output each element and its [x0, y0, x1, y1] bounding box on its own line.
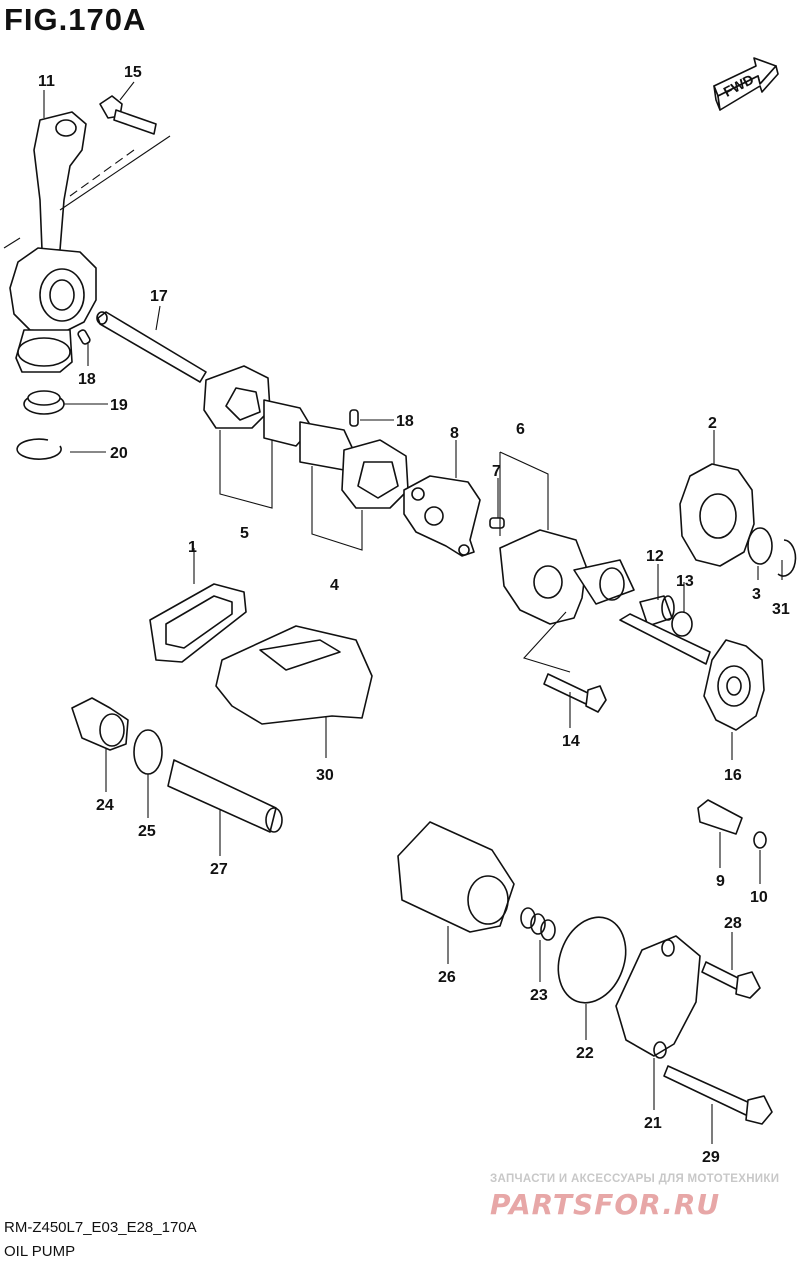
callout-17: 17: [150, 288, 168, 305]
callout-14: 14: [562, 733, 580, 750]
callout-11: 11: [38, 73, 55, 90]
spring-23-part: [520, 907, 556, 941]
circlip-31-part: [777, 539, 797, 577]
oil-filter-26-part: [397, 821, 515, 933]
callout-1: 1: [188, 539, 197, 556]
bolt-29-part: [663, 1065, 773, 1125]
callout-9: 9: [716, 873, 725, 890]
callout-numbers: 11 15 17 18 19 20 18 8 6 7 2 5 4 1 12 13…: [38, 64, 790, 1166]
callout-2: 2: [708, 415, 717, 432]
callout-19: 19: [110, 397, 128, 414]
callout-12: 12: [646, 548, 664, 565]
callout-26: 26: [438, 969, 456, 986]
gasket-1-part: [149, 583, 247, 663]
callout-18-left: 18: [78, 371, 96, 388]
callout-6: 6: [516, 421, 525, 438]
callout-15: 15: [124, 64, 142, 81]
callout-5: 5: [240, 525, 249, 542]
pump-body-6-part: [499, 529, 635, 625]
dowel-7-part: [489, 517, 505, 529]
bolt-15-part: [99, 95, 157, 135]
plug-24-part: [71, 697, 129, 751]
callout-30: 30: [316, 767, 334, 784]
callout-28: 28: [724, 915, 742, 932]
watermark-tagline: ЗАПЧАСТИ И АКСЕССУАРЫ ДЛЯ МОТОТЕХНИКИ: [490, 1173, 780, 1185]
figure-title: FIG.170A: [4, 2, 147, 37]
shaft-17-part: [96, 311, 207, 383]
circlip-20-part: [16, 438, 62, 460]
gear-2-part: [679, 463, 755, 567]
watermark-logo: PARTSFOR.RU: [490, 1188, 721, 1221]
bushing-12-part: [639, 595, 675, 627]
callout-8: 8: [450, 425, 459, 442]
o-ring-10-part: [753, 831, 767, 849]
callout-7: 7: [492, 463, 501, 480]
callout-22: 22: [576, 1045, 594, 1062]
cover-30-part: [215, 625, 373, 725]
callout-23: 23: [530, 987, 548, 1004]
callout-16: 16: [724, 767, 742, 784]
pin-18-part: [77, 329, 359, 427]
callout-4: 4: [330, 577, 339, 594]
callout-21: 21: [644, 1115, 662, 1132]
pump-housing-part: [9, 111, 97, 373]
callout-31: 31: [772, 601, 790, 618]
callout-3: 3: [752, 586, 761, 603]
washer-25-part: [133, 729, 163, 775]
fwd-arrow-icon: FWD: [713, 57, 779, 111]
gear-shaft-16-part: [619, 613, 765, 731]
callout-24: 24: [96, 797, 114, 814]
washer-13-part: [671, 611, 693, 637]
callout-20: 20: [110, 445, 128, 462]
bolt-28-part: [701, 961, 761, 999]
callout-27: 27: [210, 861, 228, 878]
washer-3-part: [747, 527, 773, 565]
leader-lines: [43, 81, 783, 1144]
screen-27-part: [167, 759, 283, 833]
rotor-4-part: [299, 421, 409, 509]
callout-25: 25: [138, 823, 156, 840]
figure-name: OIL PUMP: [4, 1243, 76, 1260]
pump-cover-8-part: [403, 475, 481, 557]
callout-18-right: 18: [396, 413, 414, 430]
o-ring-22-part: [557, 916, 627, 1004]
strainer-19-part: [23, 390, 65, 415]
callout-10: 10: [750, 889, 768, 906]
callout-13: 13: [676, 573, 694, 590]
bolt-14-part: [543, 673, 607, 713]
callout-29: 29: [702, 1149, 720, 1166]
jet-9-part: [697, 799, 743, 835]
figure-code: RM-Z450L7_E03_E28_170A: [4, 1219, 197, 1236]
filter-cap-21-part: [615, 935, 701, 1059]
